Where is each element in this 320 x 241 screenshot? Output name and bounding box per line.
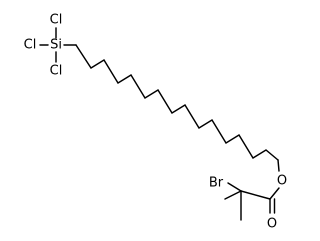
structural-formula: Cl Cl Si Cl O Br O xyxy=(24,13,287,232)
quaternary-methyl-left-bond xyxy=(224,190,242,200)
carbon-chain xyxy=(75,44,279,161)
molecule-diagram: Cl Cl Si Cl O Br O xyxy=(24,13,287,232)
chlorine-left-label: Cl xyxy=(24,38,37,53)
oxygen-carbonyl-bond xyxy=(269,187,280,200)
quaternary-bromine-bond xyxy=(227,182,242,192)
bromine-label: Br xyxy=(209,176,224,191)
chlorine-top-label: Cl xyxy=(50,13,63,28)
ester-oxygen-label: O xyxy=(277,174,287,189)
carbonyl-quaternary-bond xyxy=(240,190,271,200)
silicon-label: Si xyxy=(50,38,62,53)
chain-oxygen-bond xyxy=(277,159,280,172)
chlorine-bottom-label: Cl xyxy=(50,64,63,79)
carbonyl-oxygen-label: O xyxy=(267,217,277,232)
